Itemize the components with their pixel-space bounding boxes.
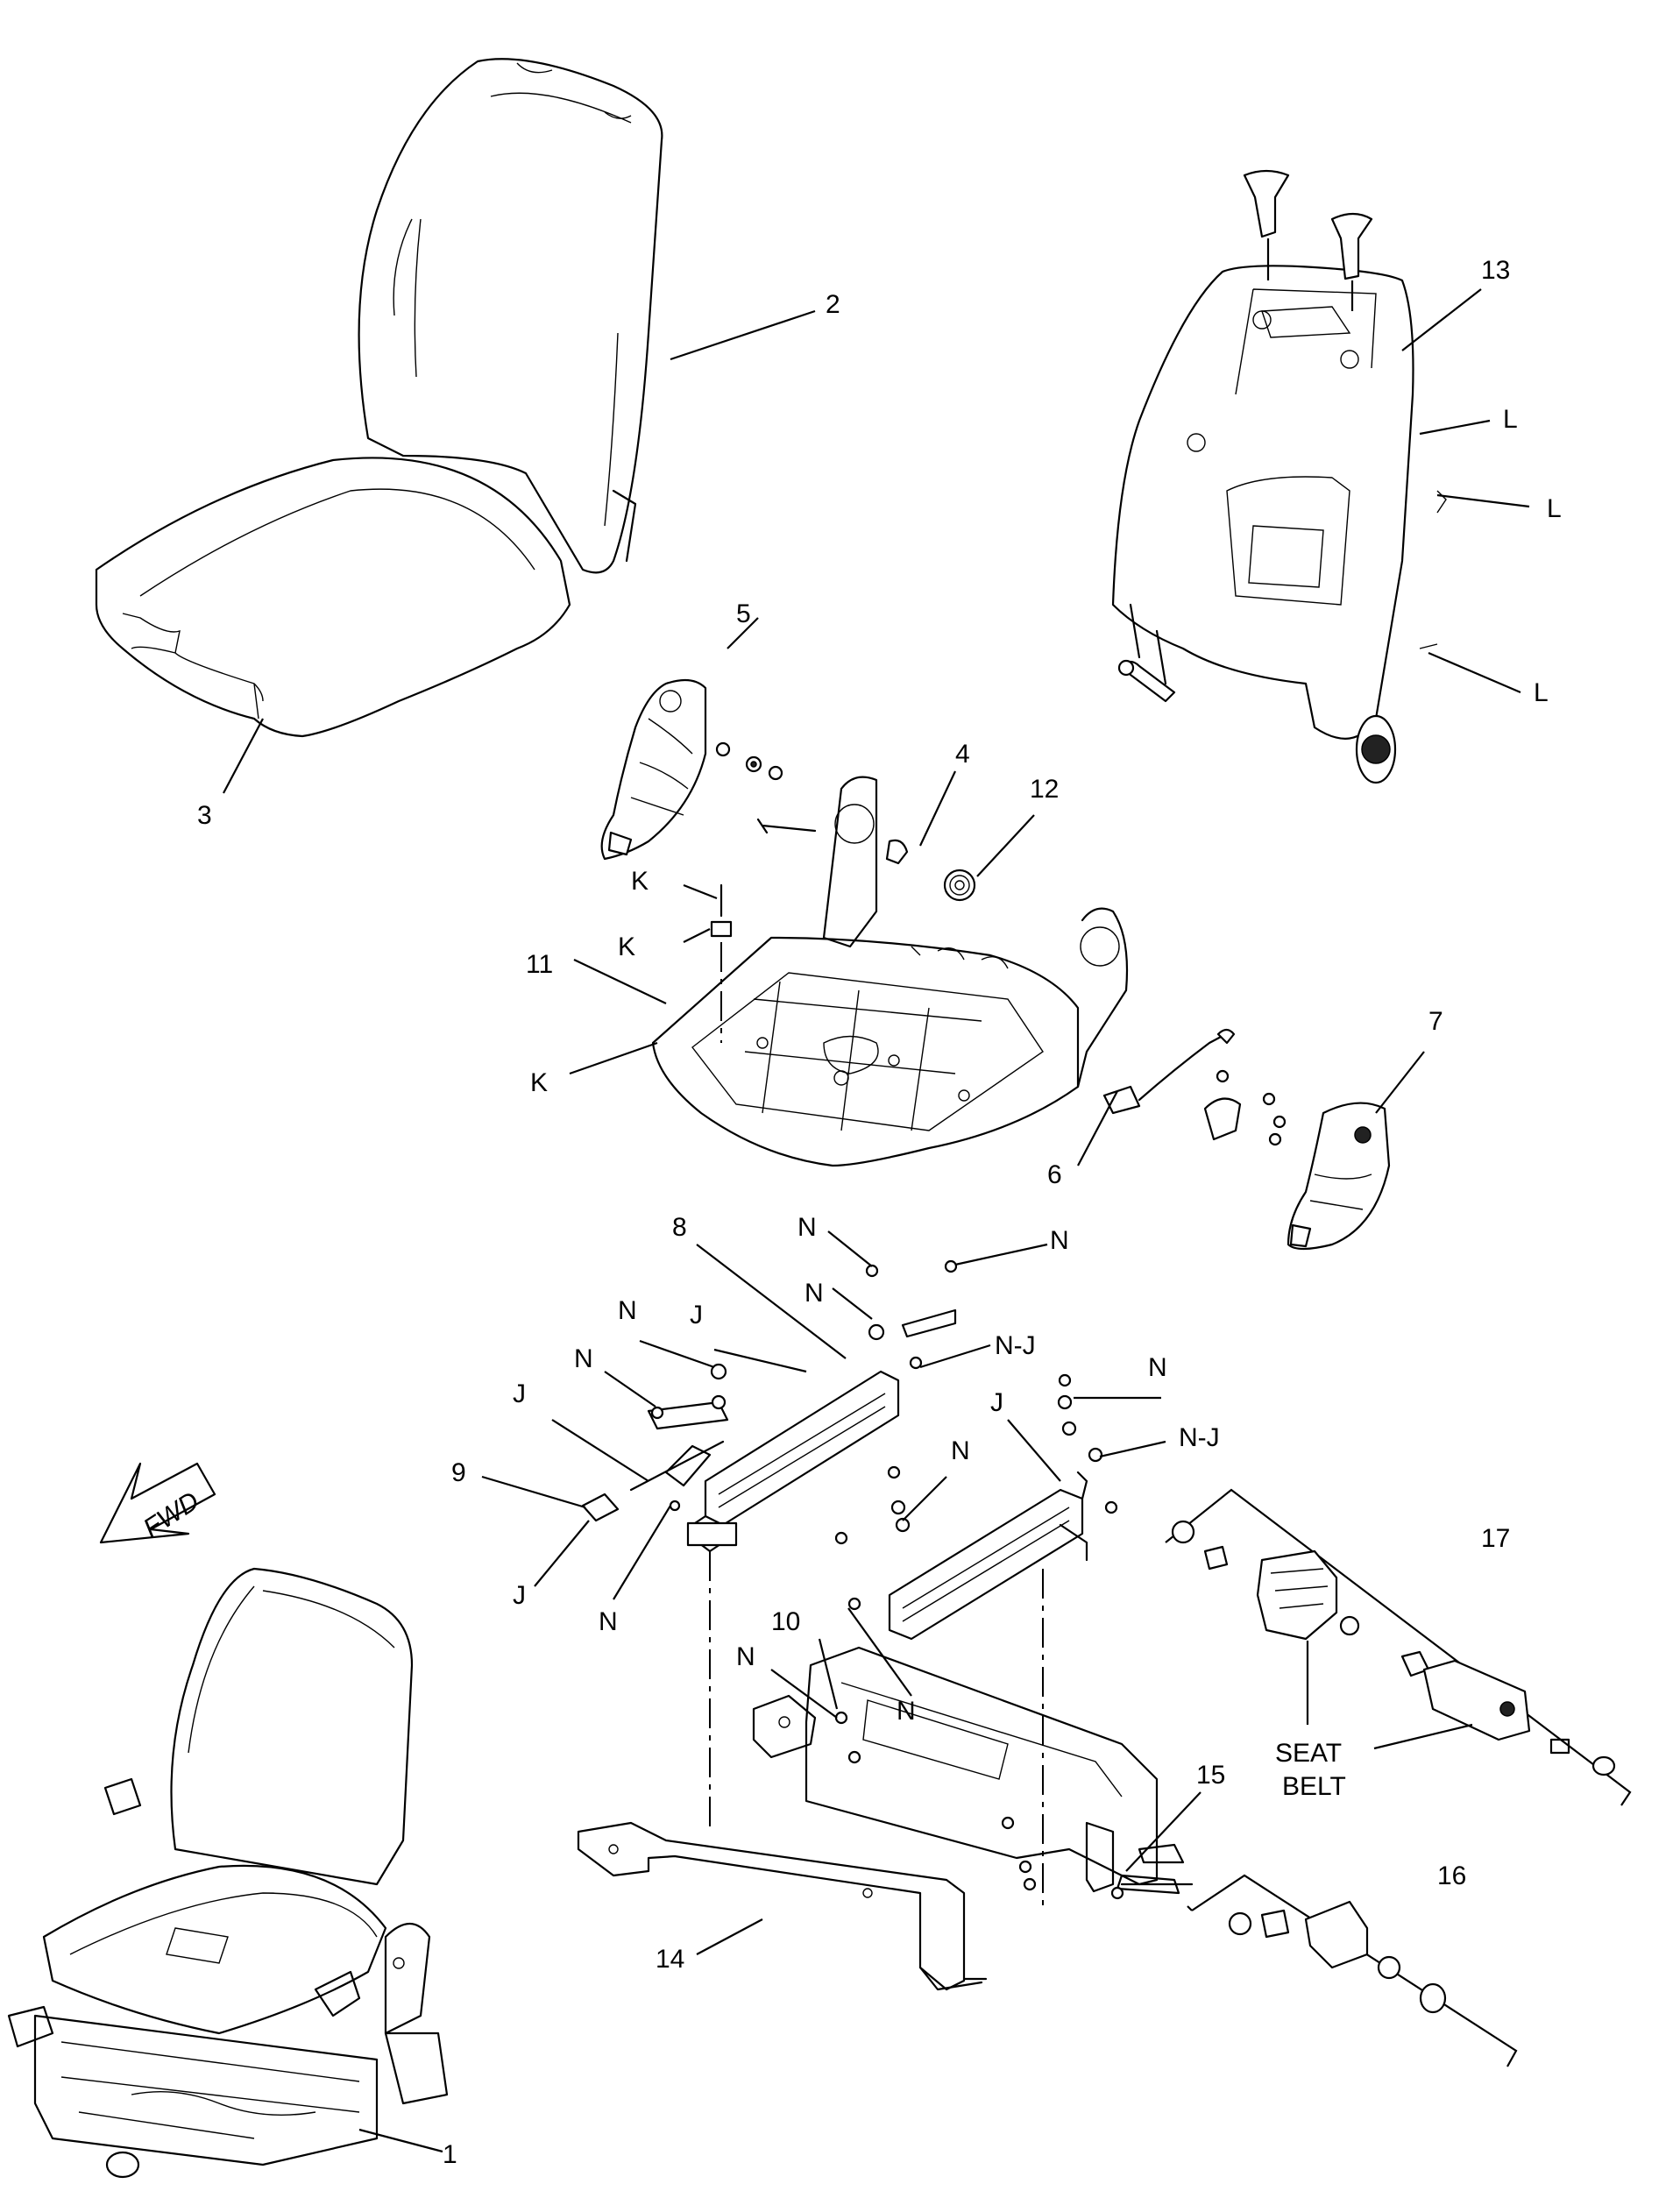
slide-rail-right [834, 1373, 1118, 1911]
callout-1: 1 [443, 2140, 457, 2169]
callout-N-9: N [897, 1697, 916, 1726]
right-side-cover-part-7 [1287, 1102, 1391, 1251]
callout-17: 17 [1481, 1524, 1510, 1553]
seat-cushion-part-3 [95, 457, 571, 738]
bumper-part-16 [1187, 1874, 1518, 2067]
callout-J-1: J [690, 1301, 703, 1329]
callout-11: 11 [526, 950, 553, 979]
callout-J-3: J [990, 1388, 1003, 1417]
callout-K-3: K [530, 1068, 548, 1097]
callout-L-2: L [1547, 494, 1562, 523]
callout-7: 7 [1428, 1007, 1443, 1036]
callout-L-1: L [1503, 405, 1518, 434]
callout-N-1: N [797, 1213, 817, 1242]
callout-14: 14 [656, 1945, 684, 1974]
callout-N-3: N [805, 1279, 824, 1308]
callout-J-2: J [513, 1379, 526, 1408]
callout-3: 3 [197, 801, 212, 830]
callout-16: 16 [1437, 1861, 1466, 1890]
callout-N-2: N [1050, 1226, 1069, 1255]
base-frame-part-15 [752, 1646, 1194, 1900]
seat-belt-part-17 [1165, 1488, 1632, 1806]
hardware-k-area [710, 883, 733, 1043]
callout-N-7: N [951, 1436, 970, 1465]
callout-K-1: K [631, 867, 649, 896]
slide-rail-left-part-8 [581, 1259, 958, 1832]
callout-L-3: L [1534, 678, 1549, 707]
seat-back-frame-part-13 [1111, 169, 1447, 784]
base-bracket-part-14 [577, 1821, 988, 1991]
seat-belt-label-line2: BELT [1282, 1772, 1346, 1801]
callout-5: 5 [736, 599, 751, 628]
fwd-arrow: FWD [99, 1462, 216, 1544]
callout-N-10: N [736, 1642, 755, 1671]
callout-13: 13 [1481, 256, 1510, 285]
complete-seat-part-1 [7, 1567, 449, 2179]
callout-15: 15 [1196, 1761, 1225, 1790]
callout-8: 8 [672, 1213, 687, 1242]
handle-part-6 [1102, 1028, 1236, 1115]
callouts: 1 2 3 4 5 6 7 8 9 10 11 12 13 14 15 16 1… [197, 256, 1562, 2169]
callout-J-4: J [513, 1581, 526, 1610]
callout-K-2: K [618, 932, 635, 961]
callout-NJ-1: N-J [995, 1331, 1036, 1360]
hardware-part-7-area [1203, 1069, 1287, 1146]
hardware-part-4-area [715, 741, 976, 902]
callout-10: 10 [771, 1607, 800, 1636]
callout-6: 6 [1047, 1160, 1062, 1189]
callout-N-5: N [574, 1344, 593, 1373]
callout-N-6: N [1148, 1353, 1167, 1382]
back-cushion-part-2 [358, 58, 663, 574]
callout-4: 4 [955, 740, 970, 769]
seat-belt-label-line1: SEAT [1275, 1739, 1342, 1768]
callout-N-4: N [618, 1296, 637, 1325]
callout-2: 2 [826, 290, 840, 319]
seat-pan-frame-part-11 [651, 776, 1129, 1167]
left-side-cover-part-5 [600, 678, 707, 861]
callout-9: 9 [451, 1458, 466, 1487]
callout-12: 12 [1030, 775, 1059, 804]
callout-N-8: N [599, 1607, 618, 1636]
callout-NJ-2: N-J [1179, 1423, 1220, 1452]
leader-lines [223, 288, 1530, 2153]
